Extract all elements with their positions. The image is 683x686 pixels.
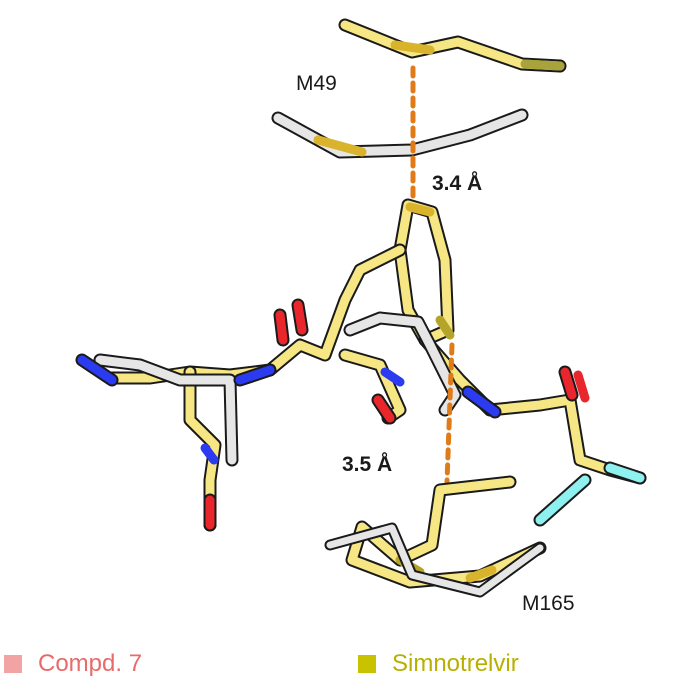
residue-label-m49: M49: [296, 72, 337, 95]
m165-gray-stick: [326, 524, 544, 596]
gray-core-stick: [345, 313, 460, 415]
ring-sulfur: [405, 202, 435, 217]
m165-yellow-stick: [347, 477, 545, 587]
legend-label-compd7: Compd. 7: [38, 650, 143, 677]
fluorine-atoms: [533, 461, 647, 527]
distance-label-bottom: 3.5 Å: [342, 453, 393, 476]
nitrogen-atoms: [75, 353, 502, 465]
right-arm-stick: [420, 335, 645, 483]
legend-swatch-compd7: [4, 655, 22, 673]
m165-yellow-sulfur-2: [465, 565, 497, 583]
distance-label-top: 3.4 Å: [432, 172, 483, 195]
m49-gray-stick: [273, 110, 527, 157]
ligand-compd7-core: [93, 311, 462, 467]
ring-sulfur-2: [435, 315, 455, 340]
legend-swatch-simnotrelvir: [358, 655, 376, 673]
m49-yellow-sulfur-end: [520, 59, 565, 71]
ligand-simnotrelvir-core: [105, 198, 647, 532]
m49-gray-sulfur: [313, 135, 367, 157]
m49-yellow-sulfur: [390, 40, 435, 55]
legend-item-simnotrelvir: Simnotrelvir: [358, 650, 519, 678]
gray-left-stick: [95, 355, 237, 465]
m165-side-chain-compd7: [324, 522, 546, 598]
ring-stick: [395, 200, 453, 345]
residue-label-m165: M165: [522, 592, 575, 615]
m49-side-chain-compd7: [271, 108, 529, 159]
m49-side-chain-simnotrelvir: [338, 18, 567, 73]
distance-line-bottom: [444, 342, 455, 485]
legend-item-compd7: Compd. 7: [4, 650, 142, 678]
oxygen-atoms: [203, 298, 590, 532]
legend-label-simnotrelvir: Simnotrelvir: [392, 650, 519, 677]
